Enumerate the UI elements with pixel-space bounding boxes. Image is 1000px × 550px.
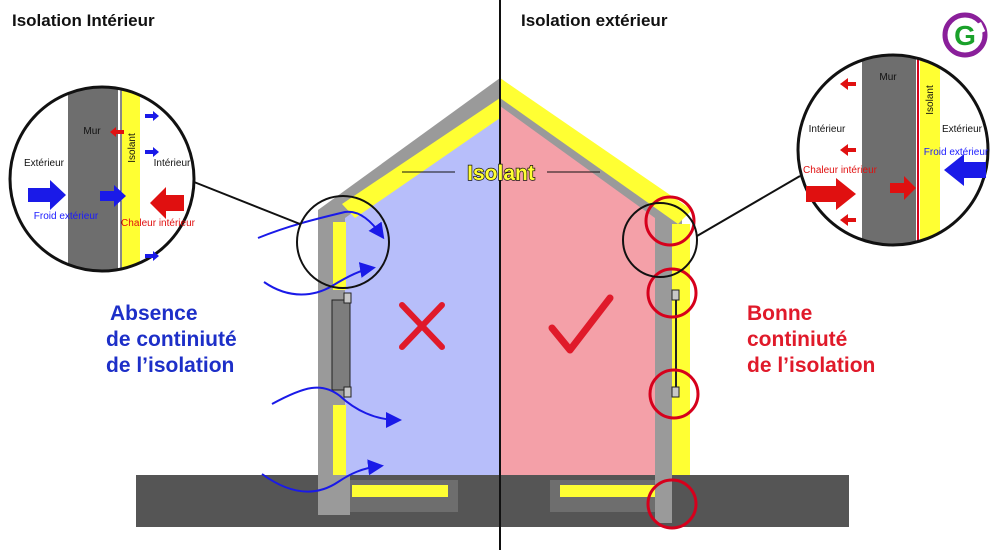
window-left-hinge-bottom	[343, 386, 352, 398]
detail-right-insulation-label: Isolant	[925, 85, 936, 115]
verdict-bad-line-1: Absence	[110, 302, 198, 325]
callout-target-left	[296, 195, 390, 289]
interior-insulation-roof	[342, 98, 500, 218]
detail-left-cold-arrow-wall	[100, 185, 126, 207]
logo-letter: G	[954, 20, 976, 51]
marker-roof-corner	[644, 195, 696, 247]
detail-right-cold-label: Froid extérieur	[924, 147, 989, 158]
floor-insulation-right	[560, 485, 658, 497]
detail-left-inside-label: Intérieur	[154, 158, 191, 169]
wall-base-right	[655, 475, 672, 523]
detail-left-heat-arrow-small	[110, 127, 124, 137]
window-right-hinge-bottom	[671, 386, 680, 398]
wall-base-left	[318, 475, 350, 515]
verdict-good-line-1: Bonne	[747, 302, 812, 325]
window-right-hinge-top	[671, 289, 680, 301]
detail-left-flow-arrow-1	[145, 111, 159, 121]
detail-left-insulation	[122, 87, 140, 271]
heading-interior-insulation: Isolation Intérieur	[12, 11, 155, 30]
interior-insulation-wall-upper	[333, 222, 346, 290]
verdict-good: Bonne continiuté de l’isolation	[747, 302, 875, 377]
cold-flow-3	[271, 386, 402, 428]
detail-left-outside-label: Extérieur	[24, 158, 65, 169]
detail-left-flow-arrow-3	[145, 251, 159, 261]
marker-wall-top	[646, 267, 698, 319]
check-icon	[548, 294, 614, 354]
logo-ring-gap	[953, 22, 986, 44]
detail-left-heat-label: Chaleur intérieur	[121, 218, 196, 229]
marker-wall-middle	[648, 368, 700, 420]
detail-right-wall-label: Mur	[879, 72, 897, 83]
detail-right-heat-arrow-wall	[890, 176, 916, 200]
isolant-label: Isolant	[467, 162, 535, 185]
verdict-good-line-2: continiuté	[747, 328, 847, 351]
detail-left-insulation-label: Isolant	[127, 133, 138, 163]
house	[318, 78, 692, 522]
detail-right-insulation	[920, 55, 940, 245]
detail-right-wall	[862, 55, 916, 245]
cold-flow-1	[257, 210, 385, 240]
cross-stroke-2	[399, 302, 445, 350]
detail-left-wall	[68, 87, 118, 271]
detail-left-border	[8, 85, 196, 273]
interior-insulation-wall-lower	[333, 405, 346, 477]
cross-icon	[399, 302, 445, 350]
detail-right-border	[796, 53, 990, 247]
marker-wall-base	[646, 478, 698, 530]
detail-right-inside-label: Intérieur	[809, 124, 846, 135]
window-left	[331, 299, 351, 391]
detail-interior-insulation: Mur Isolant Extérieur Intérieur Froid ex…	[8, 85, 196, 273]
interior-right	[500, 106, 655, 480]
detail-left-cold-arrow-outside	[28, 180, 66, 210]
detail-right-cold-arrow	[944, 154, 986, 186]
detail-left-cold-label: Froid extérieur	[34, 211, 99, 222]
detail-left-wall-label: Mur	[83, 126, 101, 137]
detail-right-heat-label: Chaleur intérieur	[803, 165, 878, 176]
detail-right-outside-label: Extérieur	[942, 124, 983, 135]
verdict-bad-line-2: de continiuté	[106, 328, 237, 351]
ground-slab	[136, 475, 849, 527]
callout-target-right	[622, 202, 698, 278]
detail-left-flow-arrow-2	[145, 147, 159, 157]
logo-ring	[942, 12, 988, 58]
verdict-bad-line-3: de l’isolation	[106, 354, 234, 377]
heading-exterior-insulation: Isolation extérieur	[521, 11, 668, 30]
floor-insulation-left	[352, 485, 448, 497]
detail-exterior-insulation: Mur Isolant Intérieur Extérieur Froid ex…	[796, 53, 990, 247]
interior-left	[345, 106, 500, 480]
callout-leader-left	[188, 179, 301, 225]
verdict-good-line-3: de l’isolation	[747, 354, 875, 377]
detail-right-loss-arrow-1	[840, 78, 856, 90]
callout-leader-right	[696, 175, 801, 237]
detail-left-heat-arrow	[150, 187, 184, 219]
detail-right-loss-arrow-2	[840, 144, 856, 156]
exterior-insulation-roof	[500, 78, 692, 224]
continuity-markers	[644, 195, 700, 530]
detail-right-heat-arrow-big	[806, 178, 856, 210]
cold-flow-4	[261, 459, 384, 493]
verdict-bad: Absence de continiuté de l’isolation	[106, 302, 237, 377]
cold-air-flows	[257, 210, 402, 493]
window-left-hinge-top	[343, 292, 352, 304]
logo: G	[942, 12, 988, 58]
detail-right-loss-arrow-3	[840, 214, 856, 226]
